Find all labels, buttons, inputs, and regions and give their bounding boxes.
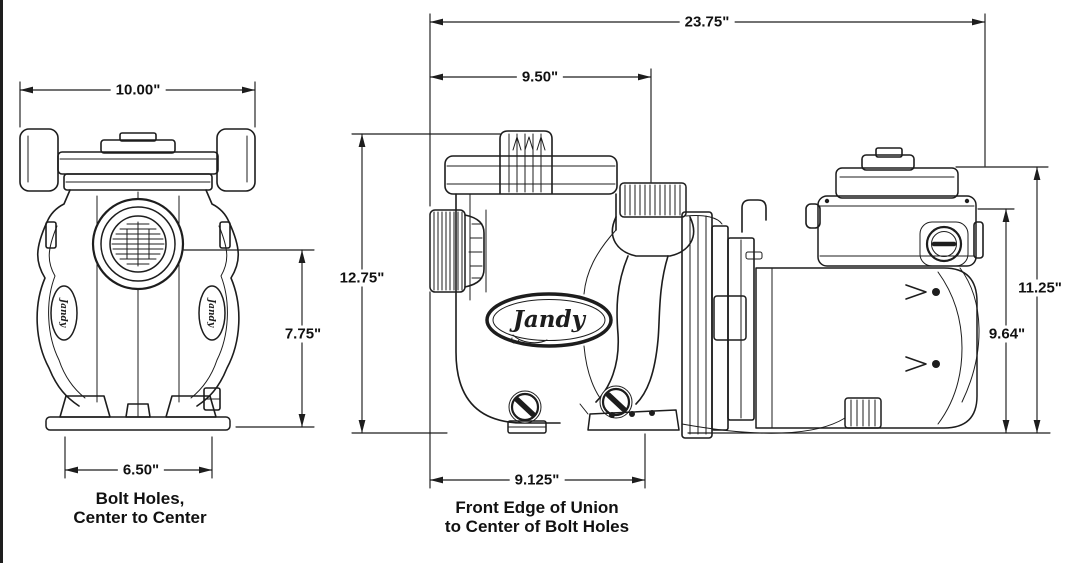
dim-label-front-overall-width: 10.00": [110, 81, 166, 99]
front-lid-handle: [19, 128, 256, 192]
dim-label-side-union-to-bolts: 9.125": [509, 471, 565, 489]
side-view-caption: Front Edge of Union to Center of Bolt Ho…: [445, 498, 629, 536]
dim-label-side-motor-height: 9.64": [983, 325, 1031, 343]
front-view-caption-line1: Bolt Holes,: [95, 489, 185, 508]
side-strainer-lid: [444, 130, 618, 195]
side-strainer-pot: [429, 193, 617, 424]
jandy-logo-text: Jandy: [509, 306, 587, 333]
dim-label-side-controller-height: 11.25": [1013, 279, 1067, 297]
front-base-feet: [45, 395, 231, 431]
side-drain-plugs: [507, 385, 633, 434]
jandy-badge-text-left: Jandy: [58, 297, 68, 328]
front-view-drawing: Jandy Jandy: [19, 81, 315, 479]
side-outlet-volute: [583, 182, 723, 405]
dim-label-front-inlet-height: 7.75": [279, 325, 327, 343]
dim-label-side-overall-height: 12.75": [334, 269, 390, 287]
side-seal-plate: [681, 199, 767, 439]
side-controller: [805, 147, 984, 267]
side-motor: [681, 267, 980, 434]
front-pump-body: [36, 189, 240, 417]
dimension-side-controller-height: [687, 166, 1051, 434]
front-union-port: [91, 197, 185, 291]
jandy-badge-text-right: Jandy: [206, 297, 216, 328]
side-bolt-bracket: [579, 403, 680, 431]
front-view-caption-line2: Center to Center: [73, 508, 207, 527]
front-side-badges: Jandy Jandy: [50, 285, 226, 341]
front-view-caption: Bolt Holes, Center to Center: [73, 489, 206, 527]
dimension-side-motor-height: [977, 208, 1015, 434]
side-view-drawing: Jandy: [351, 13, 1051, 489]
side-view-caption-line2: to Center of Bolt Holes: [444, 517, 630, 536]
side-jandy-logo: Jandy: [485, 292, 613, 348]
dimension-side-overall-height: [351, 133, 501, 434]
dim-label-side-overall-length: 23.75": [679, 13, 735, 31]
page-border-left: [0, 0, 3, 563]
dim-label-front-bolt-span: 6.50": [117, 461, 165, 479]
side-view-caption-line1: Front Edge of Union: [455, 498, 619, 517]
dim-label-side-union-to-outlet: 9.50": [516, 68, 564, 86]
